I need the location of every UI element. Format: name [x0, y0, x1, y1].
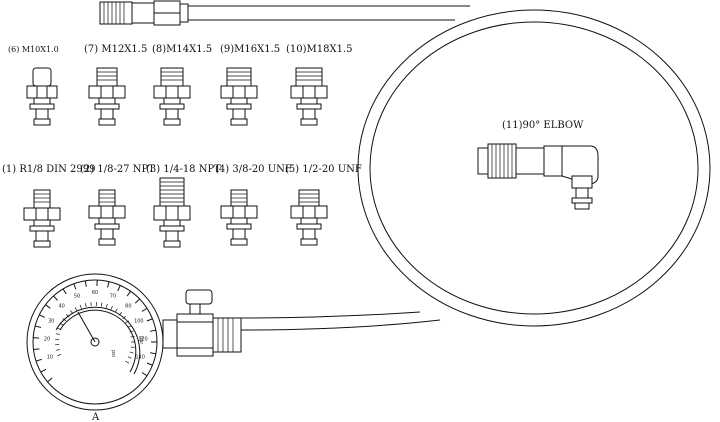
gauge-scale-number: 50: [74, 293, 80, 299]
gauge-scale-number: 140: [135, 354, 145, 360]
gauge-tick: [35, 358, 42, 362]
gauge-inner-tick: [100, 302, 103, 307]
gauge-tick-ring: [33, 280, 157, 383]
gauge-inner-tick: [79, 304, 82, 309]
adapter-1-label: (1) R1/8 DIN 2999: [2, 164, 96, 175]
adapter-9-m16: [220, 67, 258, 126]
gauge-scale-number: 100: [134, 318, 144, 324]
gauge-tick: [146, 362, 153, 366]
adapter-5-label: (5) 1/2-20 UNF: [285, 164, 362, 175]
adapter-10-label: (10)M18X1.5: [286, 44, 353, 55]
hose-coil: [186, 5, 711, 331]
gauge-inner-tick: [130, 336, 135, 338]
gauge-unit-bar: bar: [138, 336, 144, 345]
gauge-tick: [53, 295, 58, 301]
adapter-4-38unf: [220, 189, 258, 246]
adapter-10-m18: [290, 67, 328, 126]
gauge-inner-tick: [65, 313, 70, 318]
adapter-4-label: (4) 3/8-20 UNF: [215, 164, 292, 175]
gauge-tick: [73, 283, 77, 290]
gauge-tick: [47, 377, 53, 383]
gauge-inner-tick: [110, 305, 113, 310]
gauge-tick: [39, 314, 45, 318]
gauge-label: A: [91, 412, 100, 422]
adapter-5-12unf: [290, 189, 328, 246]
gauge-tick: [40, 368, 47, 373]
gauge-unit-psi: psi: [110, 350, 116, 357]
gauge-scale-number: 120: [138, 336, 148, 342]
gauge-scale-number: 70: [110, 293, 116, 299]
gauge-inner-tick: [105, 303, 108, 308]
gauge-inner-tick: [127, 356, 132, 359]
gauge-scale-number: 60: [92, 290, 98, 296]
adapter-9-label: (9)M16X1.5: [220, 44, 280, 55]
adapter-7-m12: [88, 67, 126, 126]
gauge-inner-tick: [114, 308, 118, 313]
gauge-scale-number: 30: [48, 318, 54, 324]
gauge-inner-tick: [55, 349, 60, 351]
gauge-tick: [84, 280, 87, 287]
gauge-tick: [34, 325, 42, 328]
gauge-tick: [141, 307, 148, 312]
gauge-tick: [141, 372, 148, 377]
gauge-inner-tick: [84, 303, 87, 308]
adapter-1-r18: [23, 189, 61, 248]
adapter-3-14npt: [153, 177, 191, 248]
gauge-connector: [162, 289, 242, 357]
gauge-inner-tick: [55, 333, 60, 335]
pressure-gauge: psi bar 10 20 30 40 50 60 70 80 100 120 140: [26, 273, 164, 411]
gauge-tick: [134, 298, 140, 304]
gauge-inner-tick: [125, 360, 130, 364]
gauge-tick: [146, 318, 153, 322]
gauge-tick: [45, 304, 51, 309]
adapter-8-label: (8)M14X1.5: [152, 44, 212, 55]
gauge-scale-number: 80: [125, 303, 131, 309]
gauge-tick: [149, 329, 156, 332]
gauge-tick: [62, 288, 67, 295]
gauge-inner-tick: [57, 353, 62, 357]
gauge-tick: [107, 281, 110, 288]
gauge-inner-tick: [125, 320, 130, 324]
elbow-label: (11)90° ELBOW: [502, 120, 584, 131]
adapter-8-m14: [153, 67, 191, 126]
gauge-scale-number: 20: [44, 336, 50, 342]
adapter-3-label: (3) 1/4-18 NPT: [146, 164, 221, 175]
elbow-90-adapter: [477, 143, 599, 210]
gauge-scale-numbers: 10 20 30 40 50 60 70 80 100 120 140: [44, 290, 148, 360]
gauge-inner-tick: [129, 351, 134, 354]
gauge-tick: [149, 352, 156, 355]
adapter-2-18npt: [88, 189, 126, 246]
gauge-scale-number: 40: [58, 303, 64, 309]
adapter-2-label: (2) 1/8-27 NPT: [80, 164, 155, 175]
top-quick-coupler: [99, 0, 189, 26]
adapter-6-label: (6) M10X1.0: [8, 45, 59, 54]
gauge-inner-tick: [74, 307, 78, 311]
gauge-tick: [117, 285, 121, 292]
gauge-inner-tick: [130, 346, 135, 348]
gauge-scale-number: 10: [47, 354, 53, 360]
adapter-6-m10: [26, 67, 58, 126]
adapter-7-label: (7) M12X1.5: [84, 44, 147, 55]
gauge-tick: [126, 290, 131, 297]
gauge-tick: [33, 348, 40, 351]
